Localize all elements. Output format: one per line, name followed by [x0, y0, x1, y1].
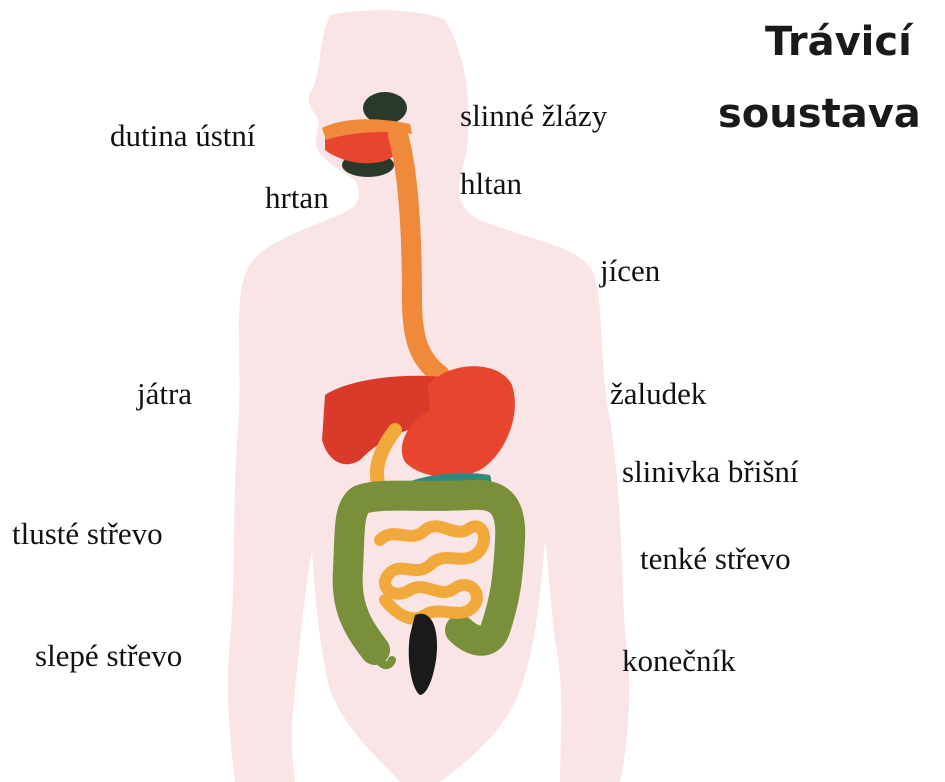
- label-slinivka: slinivka břišní: [622, 456, 799, 487]
- salivary-gland-upper: [363, 92, 407, 124]
- label-slepe-strevo: slepé střevo: [35, 640, 182, 671]
- label-jicen: jícen: [600, 255, 660, 286]
- label-tluste-strevo: tlusté střevo: [12, 518, 163, 549]
- label-zaludek: žaludek: [610, 378, 706, 409]
- label-dutina-ustni: dutina ústní: [110, 120, 256, 151]
- label-jatra: játra: [137, 378, 192, 409]
- label-konecnik: konečník: [622, 645, 736, 676]
- label-hltan: hltan: [460, 168, 522, 199]
- label-tenke-strevo: tenké střevo: [640, 543, 791, 574]
- label-slinne-zlazy: slinné žlázy: [460, 100, 607, 131]
- title-line-2: soustava: [718, 94, 921, 134]
- label-hrtan: hrtan: [265, 182, 329, 213]
- title-line-1: Trávicí: [765, 22, 912, 62]
